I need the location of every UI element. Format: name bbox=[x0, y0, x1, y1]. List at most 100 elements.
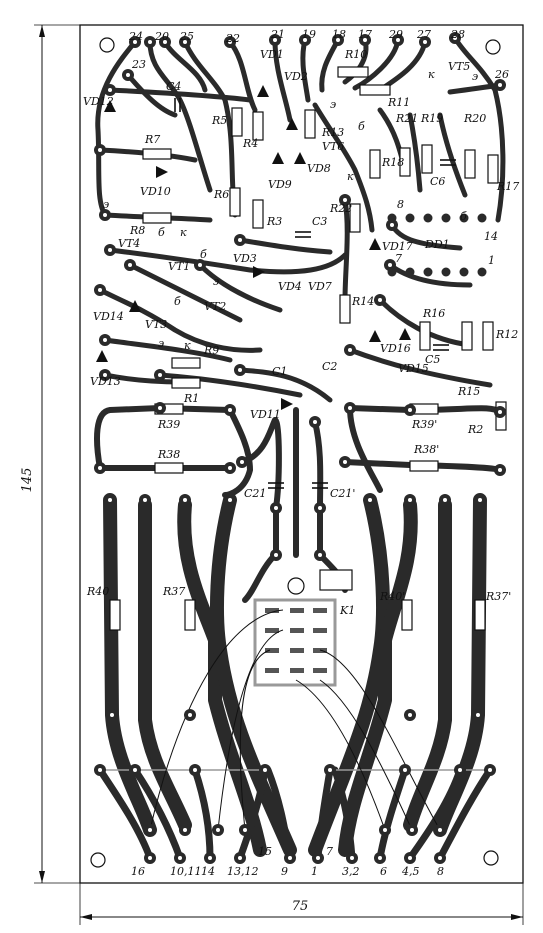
resistor-label: R1 bbox=[183, 392, 199, 405]
resistor-label: R6 bbox=[213, 188, 229, 201]
bottom-fanout bbox=[96, 766, 494, 862]
pad-hole bbox=[348, 348, 352, 352]
bottom-pin-labels: 16 10,11 14 13,12 15 9 1 7 3,2 6 4,5 8 bbox=[131, 845, 444, 878]
board-outline bbox=[79, 24, 524, 884]
top-pin-label: 19 bbox=[302, 28, 316, 41]
resistor-label: R17 bbox=[496, 180, 519, 193]
pad-hole bbox=[336, 38, 340, 42]
pad-hole bbox=[108, 248, 112, 252]
resistor-label: R10 bbox=[344, 48, 367, 61]
transistor-label: VT4 bbox=[118, 237, 140, 250]
resistor-label: R14 bbox=[351, 295, 374, 308]
pad-hole bbox=[288, 856, 292, 860]
diode-label: VD4 bbox=[278, 280, 302, 293]
pad-hole bbox=[368, 498, 372, 502]
pad-hole bbox=[438, 856, 442, 860]
diode-label: VD10 bbox=[140, 185, 171, 198]
bottom-pin-label: 6 bbox=[380, 865, 387, 878]
diode-symbols bbox=[96, 85, 411, 410]
resistor-label: R2 bbox=[467, 423, 483, 436]
ic-dd1-pads bbox=[387, 213, 487, 277]
pad-hole bbox=[410, 828, 414, 832]
ic-pin-label: 1 bbox=[488, 254, 495, 267]
pad-hole bbox=[383, 828, 387, 832]
resistor-label: R38 bbox=[157, 448, 180, 461]
capacitor-label: C2 bbox=[322, 360, 337, 373]
diode-label: VD3 bbox=[233, 252, 257, 265]
pad-hole bbox=[98, 768, 102, 772]
pad-hole bbox=[350, 856, 354, 860]
ic-pin-label: 8 bbox=[397, 198, 404, 211]
resistor-label: R15 bbox=[457, 385, 480, 398]
solder-pads bbox=[94, 32, 506, 864]
pad-hole bbox=[343, 198, 347, 202]
pad-hole bbox=[98, 466, 102, 470]
ic-pin-label: 14 bbox=[484, 230, 498, 243]
resistor-label: R37' bbox=[485, 590, 511, 603]
pad-hole bbox=[378, 298, 382, 302]
pad-hole bbox=[103, 373, 107, 377]
pad-hole bbox=[488, 768, 492, 772]
top-pin-label: 17 bbox=[358, 28, 372, 41]
height-dimension: 145 bbox=[20, 24, 80, 884]
pin-letter: э bbox=[472, 70, 478, 83]
width-dimension: 75 bbox=[79, 883, 524, 925]
diode-label: VD7 bbox=[308, 280, 332, 293]
pad-hole bbox=[396, 38, 400, 42]
pad-hole bbox=[458, 768, 462, 772]
diode-label: VD14 bbox=[93, 310, 124, 323]
pad-hole bbox=[143, 498, 147, 502]
pad-hole bbox=[478, 498, 482, 502]
pin-letter: э bbox=[330, 98, 336, 111]
pad-hole bbox=[193, 768, 197, 772]
resistor-label: R37 bbox=[162, 585, 185, 598]
pad-hole bbox=[403, 768, 407, 772]
pad-hole bbox=[348, 406, 352, 410]
relay-label: K1 bbox=[339, 604, 355, 617]
pad-hole bbox=[148, 856, 152, 860]
top-pin-label: 24 bbox=[128, 30, 143, 43]
pad-hole bbox=[498, 468, 502, 472]
top-pin-label: 21 bbox=[270, 28, 285, 41]
pad-hole bbox=[318, 506, 322, 510]
diode-label: VD12 bbox=[83, 95, 114, 108]
pad-hole bbox=[243, 828, 247, 832]
capacitor-label: C21 bbox=[244, 487, 266, 500]
pin-letter: э bbox=[158, 337, 164, 350]
top-pin-label: 18 bbox=[332, 28, 346, 41]
height-label: 145 bbox=[20, 468, 35, 493]
pad-hole bbox=[163, 40, 167, 44]
top-pin-label: 25 bbox=[179, 30, 194, 43]
pad-hole bbox=[108, 498, 112, 502]
top-pin-labels: 24 20 25 22 21 19 18 17 29 27 28 23 26 bbox=[128, 28, 509, 81]
pad-hole bbox=[228, 498, 232, 502]
pad-hole bbox=[408, 856, 412, 860]
pad-hole bbox=[274, 506, 278, 510]
bottom-pin-label: 1 bbox=[311, 865, 318, 878]
transistor-label: VT5 bbox=[448, 60, 470, 73]
resistor-label: R19 bbox=[420, 112, 443, 125]
top-pin-label: 27 bbox=[416, 28, 431, 41]
pad-hole bbox=[198, 263, 202, 267]
pad-hole bbox=[183, 40, 187, 44]
pad-hole bbox=[476, 713, 480, 717]
bottom-pin-label: 16 bbox=[131, 865, 145, 878]
pad-hole bbox=[453, 36, 457, 40]
pad-hole bbox=[228, 408, 232, 412]
diode-label: VD15 bbox=[398, 362, 429, 375]
pad-hole bbox=[133, 768, 137, 772]
resistor-label: R38' bbox=[413, 443, 439, 456]
pad-hole bbox=[328, 768, 332, 772]
resistor-label: R21 bbox=[395, 112, 418, 125]
resistor-label: R4 bbox=[242, 137, 258, 150]
pin-letter: к bbox=[180, 226, 187, 239]
transistor-label: VT2 bbox=[204, 300, 226, 313]
resistor-label: R11 bbox=[387, 96, 410, 109]
pad-hole bbox=[178, 856, 182, 860]
pad-hole bbox=[128, 263, 132, 267]
capacitor-label: C1 bbox=[272, 365, 287, 378]
bottom-pin-label: 14 bbox=[201, 865, 215, 878]
capacitor-labels: C4 C6 C3 C1 C2 C5 C21 C21' bbox=[166, 80, 445, 500]
resistor-label: R39 bbox=[157, 418, 180, 431]
